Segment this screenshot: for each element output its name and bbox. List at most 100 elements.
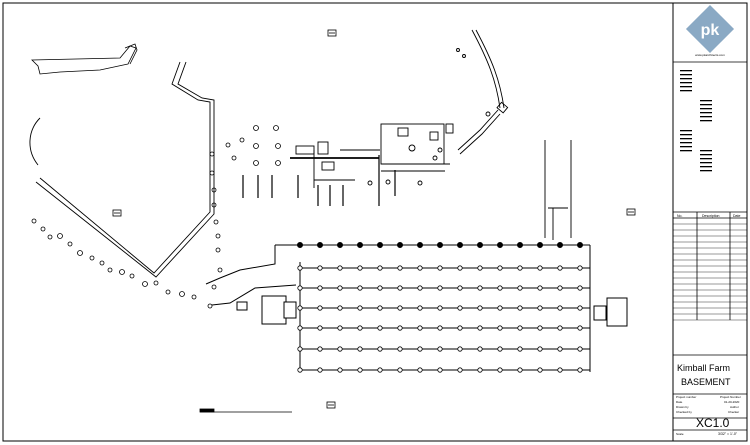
grid-node: [557, 346, 563, 352]
logo: pk www.pkarchitects.com: [685, 4, 735, 57]
grid-node: [476, 241, 483, 248]
diagonal-wall: [29, 61, 215, 278]
grid-node: [557, 367, 563, 373]
grid-node: [497, 265, 503, 271]
grid-node: [557, 305, 563, 311]
sheet-number: XC1.0: [696, 416, 730, 430]
grid-node: [357, 305, 363, 311]
note-line: [700, 100, 712, 102]
grid-node: [537, 265, 543, 271]
grid-node: [377, 265, 383, 271]
note-line: [700, 154, 712, 156]
grid-node: [517, 305, 523, 311]
drawn-by-label: Drawn by: [676, 405, 689, 409]
grid-node: [397, 346, 403, 352]
logo-caption: www.pkarchitects.com: [695, 53, 725, 57]
grid-node: [477, 325, 483, 331]
revision-header-description: Description: [702, 214, 720, 218]
grid-node: [477, 285, 483, 291]
grid-node: [537, 367, 543, 373]
grid-node: [417, 285, 423, 291]
grid-node: [336, 241, 343, 248]
grid-node: [457, 265, 463, 271]
logo-letters: pk: [701, 22, 720, 39]
grid-node: [297, 265, 303, 271]
title-block-notes: [680, 70, 712, 172]
grid-node: [396, 241, 403, 248]
grid-node: [417, 325, 423, 331]
grid-node: [377, 305, 383, 311]
grid-node: [397, 325, 403, 331]
grid-node: [317, 285, 323, 291]
grid-node: [457, 305, 463, 311]
grid-node: [297, 346, 303, 352]
grid-node: [317, 265, 323, 271]
grid-node: [457, 285, 463, 291]
grid-node: [577, 325, 583, 331]
grid-node: [537, 285, 543, 291]
grid-node: [537, 325, 543, 331]
note-line: [700, 162, 712, 164]
grid-node: [377, 367, 383, 373]
grid-node: [416, 241, 423, 248]
grid-node: [477, 346, 483, 352]
grid-node: [557, 241, 564, 248]
grid-node: [537, 346, 543, 352]
grid-node: [477, 367, 483, 373]
note-line: [680, 134, 692, 136]
note-line: [700, 112, 712, 114]
mech-area-circles: [225, 125, 281, 166]
grid-node: [376, 241, 383, 248]
grid-node: [457, 325, 463, 331]
grid-node: [357, 285, 363, 291]
grid-node: [557, 265, 563, 271]
revision-rows: [673, 223, 747, 321]
grid-node: [437, 325, 443, 331]
project-name: Kimball Farm: [677, 363, 731, 373]
equipment-room: [290, 123, 454, 188]
date-value: 01-20-2020: [724, 400, 740, 404]
column-footings-diagonal: [31, 151, 223, 309]
grid-node: [577, 305, 583, 311]
revision-header-date: Date: [733, 214, 741, 218]
grid-node: [317, 367, 323, 373]
grid-node: [497, 346, 503, 352]
grid-node: [517, 367, 523, 373]
grid-node: [297, 367, 303, 373]
grid-node: [517, 265, 523, 271]
drawn-by-value: Author: [730, 405, 739, 409]
grid-node: [457, 367, 463, 373]
grid-node: [517, 285, 523, 291]
title-block: No. Description Date Kimball Farm BASEME…: [674, 4, 745, 438]
note-line: [680, 138, 692, 140]
grid-node: [297, 305, 303, 311]
scale-value: 3/32" = 1'-0": [718, 432, 738, 436]
grid-node: [437, 346, 443, 352]
grid-node: [577, 367, 583, 373]
sheet-name: BASEMENT: [681, 377, 731, 387]
note-line: [680, 86, 692, 88]
section-marker-icon: [112, 29, 636, 409]
note-line: [700, 170, 712, 172]
grid-node: [477, 305, 483, 311]
grid-node: [397, 367, 403, 373]
grid-node: [517, 346, 523, 352]
note-line: [700, 158, 712, 160]
note-line: [700, 108, 712, 110]
note-line: [680, 130, 692, 132]
grid-node: [537, 241, 544, 248]
note-line: [680, 78, 692, 80]
grid-node: [337, 265, 343, 271]
note-line: [700, 150, 712, 152]
note-line: [700, 104, 712, 106]
grid-node: [557, 325, 563, 331]
note-line: [700, 116, 712, 118]
grid-node: [297, 325, 303, 331]
grid-node: [417, 305, 423, 311]
grid-node: [296, 241, 303, 248]
grid-node: [316, 241, 323, 248]
grid-node: [497, 325, 503, 331]
grid-node: [337, 367, 343, 373]
grid-node: [497, 367, 503, 373]
